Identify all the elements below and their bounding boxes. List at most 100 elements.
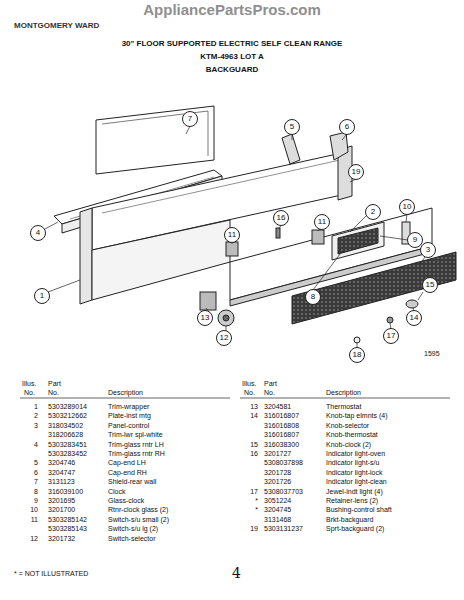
- callout-number: 18: [349, 347, 365, 363]
- table-cell: 19: [244, 525, 258, 533]
- callout-number: 13: [197, 310, 213, 326]
- callout-number: 4: [30, 225, 46, 241]
- glass-panel: [292, 252, 456, 324]
- table-cell: 12: [24, 535, 38, 543]
- callout-number: 7: [182, 111, 198, 127]
- table-header: No.: [264, 389, 275, 397]
- table-header: Part: [48, 380, 61, 388]
- table-cell: 318034502: [48, 422, 83, 430]
- table-cell: 5303283452: [48, 450, 87, 458]
- callout-number: 17: [383, 328, 399, 344]
- table-cell: 5303131237: [264, 525, 303, 533]
- table-header: No.: [244, 389, 255, 397]
- figure-number: 1595: [424, 350, 440, 358]
- table-header: No.: [48, 389, 59, 397]
- table-cell: 3201726: [264, 478, 291, 486]
- table-cell: Cap-end RH: [108, 469, 147, 477]
- table-cell: Switch-selector: [108, 535, 155, 543]
- table-cell: 9: [24, 497, 38, 505]
- table-cell: Rtnr-clock glass (2): [108, 506, 168, 514]
- footnote: * = NOT ILLUSTRATED: [14, 570, 88, 578]
- table-cell: 316016807: [264, 412, 299, 420]
- table-cell: 14: [244, 412, 258, 420]
- table-cell: 3201732: [48, 535, 75, 543]
- callout-number: 8: [305, 289, 321, 305]
- table-cell: 3201727: [264, 450, 291, 458]
- table-cell: 13: [244, 403, 258, 411]
- table-cell: 15: [244, 441, 258, 449]
- table-cell: 17: [244, 488, 258, 496]
- table-cell: 8: [24, 488, 38, 496]
- table-cell: Cap-end LH: [108, 459, 146, 467]
- callout-number: 6: [339, 119, 355, 135]
- table-cell: 318206628: [48, 431, 83, 439]
- table-cell: 3204747: [48, 469, 75, 477]
- table-header: Part: [264, 380, 277, 388]
- table-cell: 3131468: [264, 516, 291, 524]
- table-cell: 3204746: [48, 459, 75, 467]
- table-cell: *: [244, 497, 258, 505]
- page-number: 4: [232, 566, 241, 581]
- table-header: Description: [108, 389, 143, 397]
- table-cell: Thermostat: [326, 403, 361, 411]
- table-header: Description: [326, 389, 361, 397]
- table-cell: 4: [24, 441, 38, 449]
- table-cell: Knob-selector: [326, 422, 369, 430]
- table-cell: Trim-wrapper: [108, 403, 149, 411]
- callout-number: 1: [34, 288, 50, 304]
- callout-number: 12: [216, 330, 232, 346]
- table-cell: Knob-thermostat: [326, 431, 378, 439]
- callout-number: 11: [224, 227, 240, 243]
- table-cell: Knob-clock (2): [326, 441, 371, 449]
- callout-number: 19: [348, 164, 364, 180]
- table-header: Illus.: [242, 380, 256, 388]
- table-cell: Shield-rear wall: [108, 478, 156, 486]
- table-cell: 316016808: [264, 422, 299, 430]
- table-cell: 16: [244, 450, 258, 458]
- table-cell: Knob-tap elmnts (4): [326, 412, 387, 420]
- table-cell: 7: [24, 478, 38, 486]
- callout-number: 5: [284, 119, 300, 135]
- table-cell: 5303285143: [48, 525, 87, 533]
- table-cell: 5303283451: [48, 441, 87, 449]
- table-cell: 5303212662: [48, 412, 87, 420]
- table-cell: 10: [24, 506, 38, 514]
- heading: 30" FLOOR SUPPORTED ELECTRIC SELF CLEAN …: [0, 40, 464, 49]
- watermark: AppliancePartsPros.com: [0, 2, 464, 19]
- table-cell: Indicator light-s/u: [326, 459, 379, 467]
- table-cell: 3201728: [264, 469, 291, 477]
- callout-number: 2: [365, 204, 381, 220]
- table-cell: 5303289014: [48, 403, 87, 411]
- table-cell: Switch-s/u lg (2): [108, 525, 158, 533]
- table-cell: Trim-glass rntr RH: [108, 450, 165, 458]
- table-cell: 1: [24, 403, 38, 411]
- table-cell: 316039100: [48, 488, 83, 496]
- rear-shield: [96, 106, 214, 174]
- table-cell: 3204745: [264, 506, 291, 514]
- table-cell: 316016807: [264, 431, 299, 439]
- table-cell: Sprt-backguard (2): [326, 525, 384, 533]
- callout-number: 10: [399, 199, 415, 215]
- table-cell: Indicator light-lock: [326, 469, 382, 477]
- table-cell: Indicator light-clean: [326, 478, 387, 486]
- table-cell: Indicator light-oven: [326, 450, 385, 458]
- callout-number: 3: [420, 242, 436, 258]
- table-cell: 3201700: [48, 506, 75, 514]
- table-cell: 2: [24, 412, 38, 420]
- table-cell: 5308037703: [264, 488, 303, 496]
- callout-number: 14: [406, 310, 422, 326]
- brand-name: MONTGOMERY WARD: [14, 22, 99, 31]
- callout-number: 16: [273, 210, 289, 226]
- table-cell: Bushing-control shaft: [326, 506, 392, 514]
- callout-number: 11: [314, 214, 330, 230]
- table-cell: Glass-clock: [108, 497, 144, 505]
- heading: KTM-4963 LOT A: [0, 53, 464, 62]
- table-cell: 5308037898: [264, 459, 303, 467]
- table-cell: 3201695: [48, 497, 75, 505]
- table-header: Illus.: [22, 380, 36, 388]
- table-cell: Panel-control: [108, 422, 149, 430]
- table-cell: Brkt-backguard: [326, 516, 373, 524]
- table-cell: 11: [24, 516, 38, 524]
- table-cell: 6: [24, 469, 38, 477]
- table-cell: 316038300: [264, 441, 299, 449]
